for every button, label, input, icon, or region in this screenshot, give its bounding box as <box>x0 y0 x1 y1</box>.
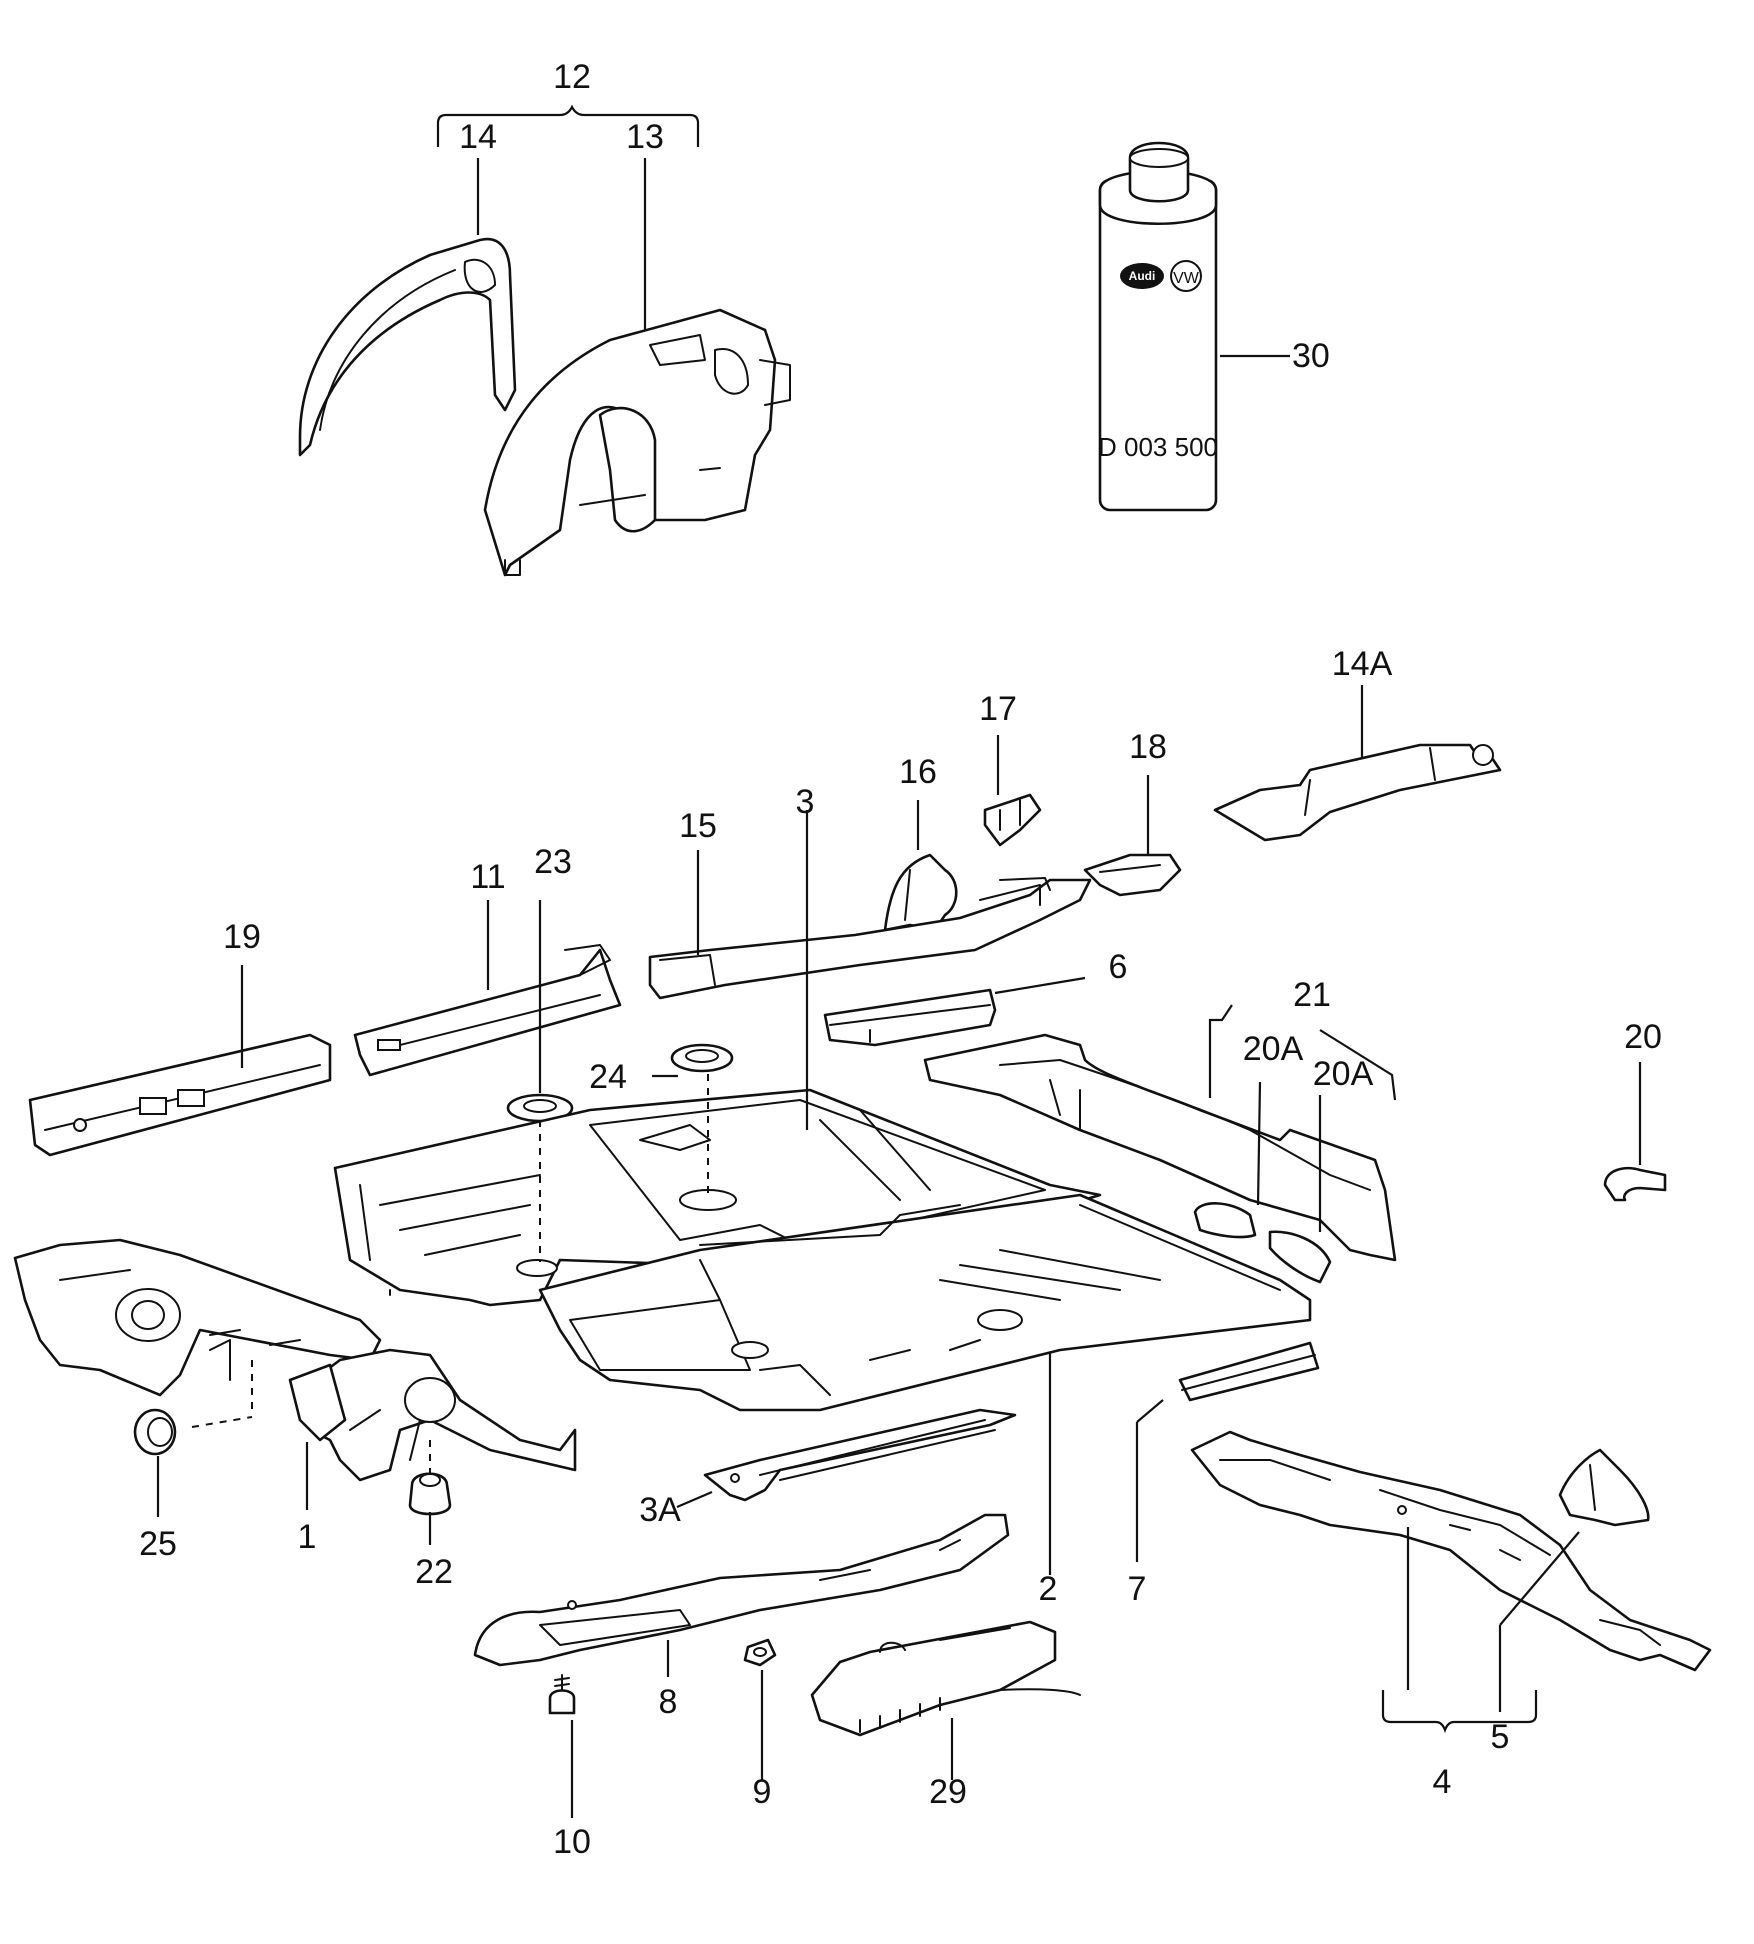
clip-part-20 <box>1603 1166 1667 1202</box>
wax-can-part-30: Audi VW D 003 500 <box>1098 141 1218 512</box>
label-21: 21 <box>1293 976 1331 1014</box>
label-2: 2 <box>1039 1570 1058 1608</box>
label-13: 13 <box>626 118 664 156</box>
label-14: 14 <box>459 118 497 156</box>
longitudinal-member-part-8 <box>473 1513 1010 1667</box>
label-4: 4 <box>1433 1763 1452 1801</box>
label-12: 12 <box>553 58 591 96</box>
label-14a: 14A <box>1332 645 1393 683</box>
reinforcement-part-6 <box>823 988 997 1047</box>
label-30: 30 <box>1292 337 1330 375</box>
jack-point-part-29 <box>810 1620 1081 1737</box>
front-member-part-1 <box>13 1238 577 1482</box>
label-19: 19 <box>223 918 261 956</box>
buffer-part-22 <box>408 1472 452 1516</box>
bracket-part-18 <box>1083 853 1182 897</box>
floor-pan-front-part-2 <box>538 1193 1312 1412</box>
longitudinal-member-part-4 <box>1190 1430 1712 1672</box>
label-5: 5 <box>1491 1718 1510 1756</box>
can-part-number: D 003 500 <box>1098 432 1218 462</box>
label-3a: 3A <box>639 1491 681 1529</box>
wheel-housing-outer-part-13 <box>483 308 791 577</box>
grommet-part-25 <box>133 1408 177 1456</box>
label-17: 17 <box>979 690 1017 728</box>
label-25: 25 <box>139 1525 177 1563</box>
label-15: 15 <box>679 807 717 845</box>
reinforcement-part-3a <box>703 1408 1017 1502</box>
sill-part-19 <box>28 1033 332 1157</box>
label-7: 7 <box>1128 1570 1147 1608</box>
sill-part-11 <box>353 944 622 1077</box>
vw-logo-text: VW <box>1173 270 1200 287</box>
member-part-21 <box>923 1033 1397 1262</box>
label-18: 18 <box>1129 728 1167 766</box>
bracket-part-16 <box>883 853 958 932</box>
bracket-part-20a-right <box>1268 1230 1332 1284</box>
bracket-part-20a-left <box>1193 1202 1257 1239</box>
label-3: 3 <box>796 783 815 821</box>
label-11: 11 <box>470 858 505 896</box>
label-9: 9 <box>753 1773 772 1811</box>
label-1: 1 <box>298 1518 317 1556</box>
label-29: 29 <box>929 1773 967 1811</box>
longitudinal-member-part-15 <box>648 877 1092 1000</box>
label-23: 23 <box>534 843 572 881</box>
label-6: 6 <box>1109 948 1128 986</box>
label-10: 10 <box>553 1823 591 1861</box>
nut-part-9 <box>743 1638 777 1667</box>
strip-part-7 <box>1178 1341 1320 1402</box>
label-20a-left: 20A <box>1243 1030 1304 1068</box>
wheel-housing-inner-part-14 <box>298 237 517 457</box>
bracket-part-4 <box>1381 1690 1538 1734</box>
cross-member-part-14a <box>1213 743 1502 842</box>
label-8: 8 <box>659 1683 678 1721</box>
label-16: 16 <box>899 753 937 791</box>
bracket-part-12 <box>436 104 700 147</box>
label-20a-right: 20A <box>1313 1055 1374 1093</box>
screw-part-10 <box>548 1674 576 1715</box>
bracket-part-17 <box>983 793 1042 847</box>
label-24: 24 <box>589 1058 627 1096</box>
audi-logo-text: Audi <box>1129 269 1156 283</box>
label-20: 20 <box>1624 1018 1662 1056</box>
callout-labels: 12 14 13 30 14A 17 18 16 3 15 23 11 19 6… <box>139 58 1662 1861</box>
label-22: 22 <box>415 1553 453 1591</box>
bracket-part-5 <box>1558 1448 1650 1527</box>
